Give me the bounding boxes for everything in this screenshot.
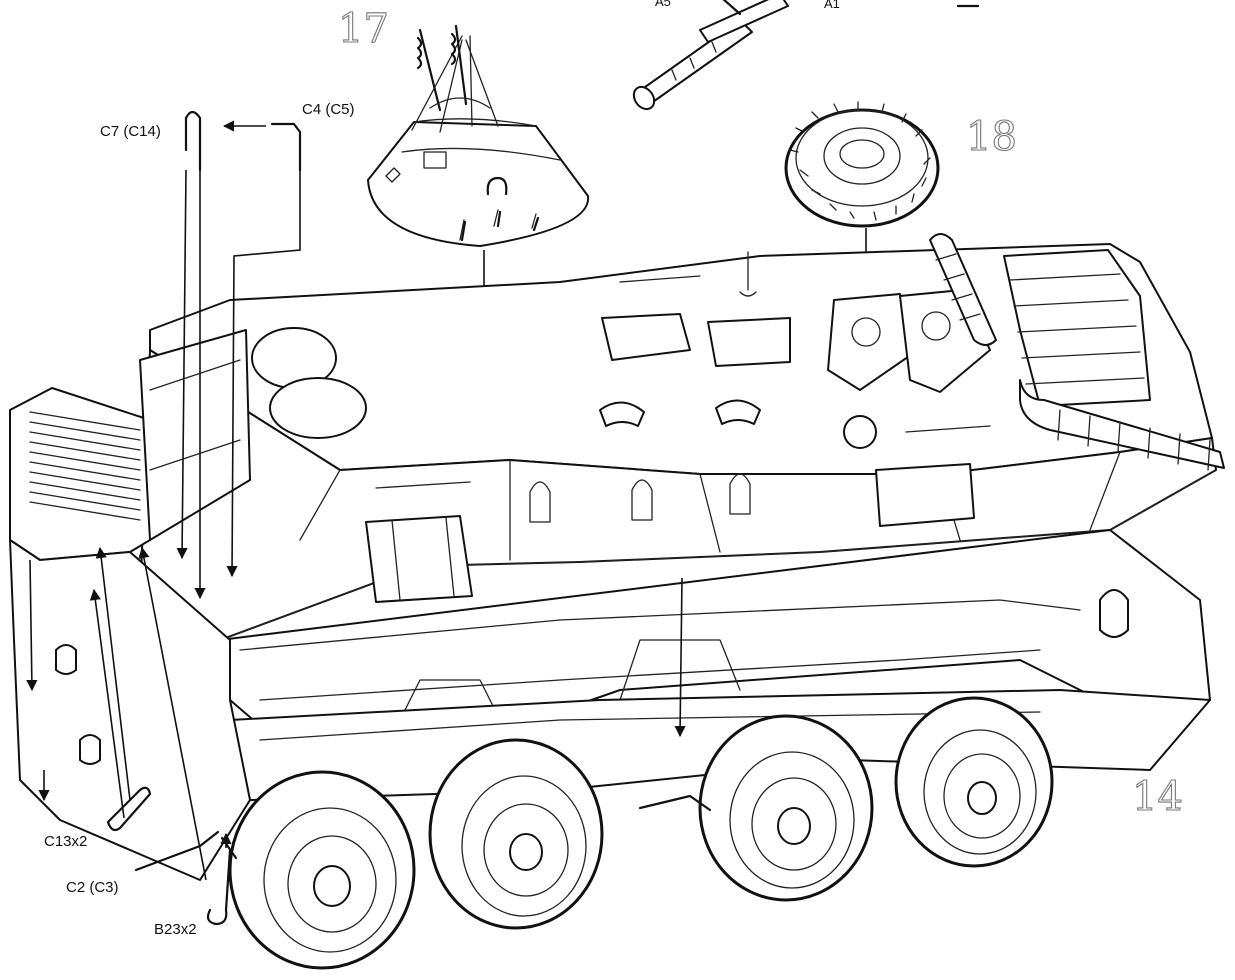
arrow-c4 [226, 170, 301, 578]
rail-c4 [270, 122, 302, 172]
wheel-4 [894, 696, 1054, 868]
gun-barrels [632, 0, 789, 111]
arrow-c13-b [95, 546, 131, 801]
step-number-17: 17 [338, 6, 389, 52]
turret [367, 24, 590, 247]
label-b23x2: B23x2 [154, 921, 197, 938]
wheels [228, 696, 1054, 970]
label-c4-c5: C4 (C5) [302, 101, 355, 118]
label-c13x2: C13x2 [44, 833, 87, 850]
wheel-1 [228, 770, 416, 970]
wheel-2 [428, 738, 604, 930]
step-number-14: 14 [1132, 774, 1183, 820]
wheel-3 [698, 714, 874, 902]
hull [9, 233, 1225, 881]
arrow-c2 [138, 546, 207, 881]
label-c2-c3: C2 (C3) [66, 879, 119, 896]
arrow-center [674, 577, 686, 738]
arrow-rear [26, 559, 38, 692]
side-step-bracket [638, 794, 712, 812]
step-number-18: 18 [966, 114, 1017, 160]
label-a1: A1 [824, 0, 840, 11]
arrow-c7-left [176, 169, 188, 560]
rail-c7 [184, 110, 202, 172]
spare-wheel [784, 101, 940, 282]
label-a5: A5 [655, 0, 671, 9]
arrow-c13 [89, 588, 125, 819]
label-c7-c14: C7 (C14) [100, 123, 161, 140]
handle-c13 [106, 786, 152, 832]
